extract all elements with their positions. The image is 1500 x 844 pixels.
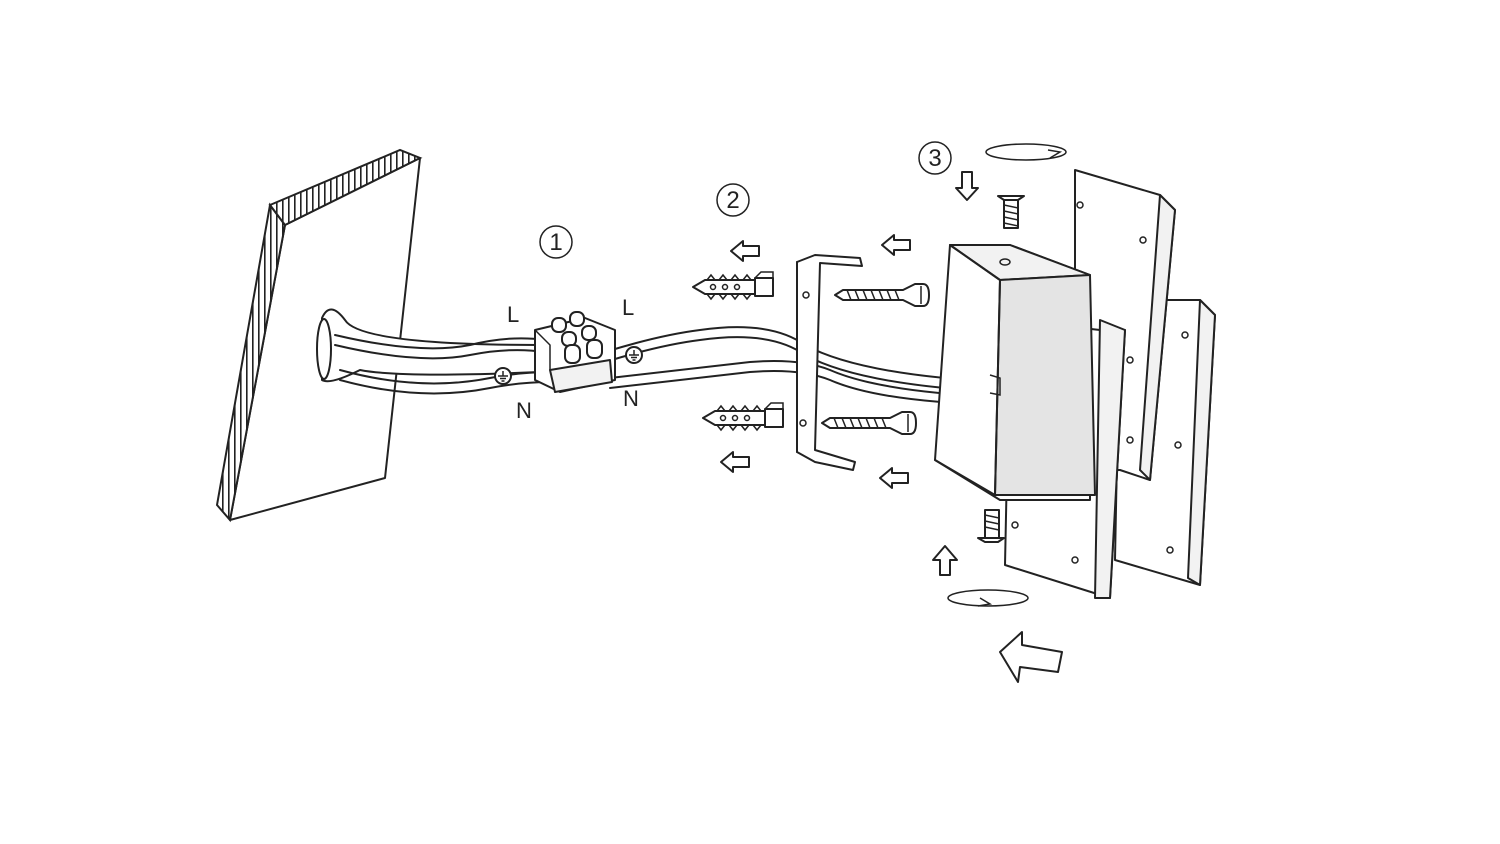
fixture-box [934,244,1096,501]
rotate-bottom-icon [947,589,1029,607]
earth-icon [494,367,512,385]
wall-plug-icon [702,402,784,431]
rotate-top-icon [985,143,1067,161]
step-1-number: 1 [549,229,562,256]
neutral-left-label: N [516,398,532,423]
up-arrow-icon [932,545,958,576]
screw-icon [821,411,917,435]
left-arrow-icon [879,467,909,489]
cable-sleeve [316,308,541,383]
terminal-block [534,311,616,393]
top-screw-icon [997,195,1025,229]
wall-plug-icon [692,271,774,300]
left-arrow-icon [730,240,760,262]
step-2-marker: 2 [716,183,750,217]
step-3-number: 3 [928,145,941,172]
down-arrow-icon [955,171,979,201]
bottom-screw-icon [977,509,1005,543]
neutral-right-label: N [623,386,639,411]
step-2-number: 2 [726,187,739,214]
mounting-bracket [796,254,863,471]
step-1-marker: 1 [539,225,573,259]
earth-icon [625,346,643,364]
left-arrow-icon [881,234,911,256]
screw-icon [834,283,930,307]
live-left-label: L [507,302,519,327]
live-right-label: L [622,295,634,320]
left-arrow-icon [720,451,750,473]
step-3-marker: 3 [918,141,952,175]
wires [334,326,1001,406]
big-left-arrow-icon [999,631,1063,683]
